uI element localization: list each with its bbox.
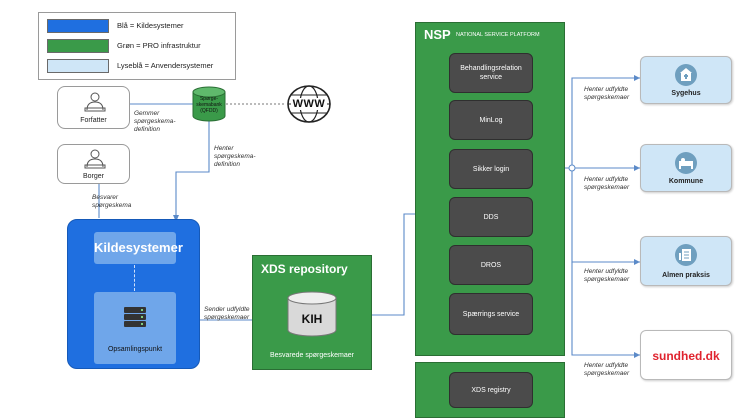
legend-label-lightblue: Lyseblå = Anvendersystemer — [117, 61, 214, 70]
send-answered-label: Sender udfyldte spørgeskemaer — [204, 306, 250, 321]
legend: Blå = Kildesystemer Grøn = PRO infrastru… — [38, 12, 236, 80]
fetch-filled-label-almen: Henter udfyldte spørgeskemaer — [584, 268, 630, 283]
www-label: WWW — [292, 98, 326, 110]
globe-icon — [287, 85, 331, 123]
author-card: Forfatter — [57, 86, 130, 129]
arrowhead — [634, 259, 640, 265]
consumer-almen-praksis: Almen praksis — [640, 236, 732, 286]
qfdd-label: Spørge-skemabank (QFDD) — [196, 96, 222, 114]
source-systems-block: Kildesystemer Opsamlingspunkt — [67, 219, 200, 369]
xds-subtitle: Besvarede spørgeskemaer — [269, 352, 355, 359]
arrowhead — [634, 352, 640, 358]
server-icon — [124, 307, 146, 327]
fetch-filled-label-sygehus: Henter udfyldte spørgeskemaer — [584, 86, 630, 101]
consumer-label: Sygehus — [671, 90, 701, 97]
service-minlog: MinLog — [449, 100, 533, 140]
service-label: Sikker login — [472, 165, 510, 173]
service-behandlingsrelation: Behandlingsrelation service — [449, 53, 533, 93]
xds-registry-block: XDS registry — [415, 362, 565, 418]
service-label: DDS — [483, 213, 499, 221]
consumer-sundhed-dk: sundhed.dk — [640, 330, 732, 380]
xds-title: XDS repository — [261, 262, 348, 276]
service-spaerrings: Spærrings service — [449, 293, 533, 335]
answer-label: Besvarer spørgeskema — [92, 194, 132, 209]
service-dds: DDS — [449, 197, 533, 237]
legend-label-blue: Blå = Kildesystemer — [117, 21, 184, 30]
kih-label: KIH — [301, 312, 323, 326]
sundhed-dk-logo: sundhed.dk — [652, 349, 720, 363]
service-label: MinLog — [479, 116, 503, 124]
hospital-icon — [675, 64, 697, 86]
fetch-definition-label: Henter spørgeskema-definition — [214, 145, 256, 168]
legend-swatch-lightblue — [47, 59, 109, 73]
arrowhead — [173, 215, 179, 222]
source-title-box: Kildesystemer — [94, 232, 183, 264]
legend-swatch-green — [47, 39, 109, 53]
consumer-sygehus: Sygehus — [640, 56, 732, 104]
arrowhead — [634, 75, 640, 81]
arrowhead — [634, 165, 640, 171]
medical-chart-icon — [675, 244, 697, 266]
citizen-card: Borger — [57, 144, 130, 184]
nsp-subtitle: NATIONAL SERVICE PLATFORM — [456, 32, 540, 38]
junction-to-sygehus-line — [571, 77, 640, 168]
service-label: Behandlingsrelation service — [460, 65, 522, 81]
person-at-desk-icon — [84, 92, 106, 112]
consumer-label: Almen praksis — [662, 272, 710, 279]
consumer-label: Kommune — [668, 178, 704, 185]
nsp-block: NSP NATIONAL SERVICE PLATFORM Behandling… — [415, 22, 565, 356]
qfdd-database-icon — [192, 86, 226, 122]
service-label: XDS registry — [471, 386, 511, 394]
service-dros: DROS — [449, 245, 533, 285]
service-xds-registry: XDS registry — [449, 372, 533, 408]
service-sikker-login: Sikker login — [449, 149, 533, 189]
source-connector — [134, 265, 135, 291]
service-label: Spærrings service — [462, 310, 520, 318]
junction-to-sundhed-line — [571, 262, 640, 356]
qfdd-to-source-line — [175, 120, 210, 218]
fetch-filled-label-kommune: Henter udfyldte spørgeskemaer — [584, 176, 630, 191]
consumer-kommune: Kommune — [640, 144, 732, 192]
source-title: Kildesystemer — [94, 240, 183, 255]
legend-label-green: Grøn = PRO infrastruktur — [117, 41, 201, 50]
xds-repository-block: XDS repository KIH Besvarede spørgeskema… — [252, 255, 372, 370]
legend-swatch-blue — [47, 19, 109, 33]
nsp-title: NSP — [424, 27, 451, 42]
kih-database-icon — [287, 291, 337, 337]
junction-dot — [568, 164, 576, 172]
service-label: DROS — [480, 261, 502, 269]
collection-point-box: Opsamlingspunkt — [94, 292, 176, 364]
person-at-desk-icon — [84, 149, 106, 169]
collection-point-label: Opsamlingspunkt — [107, 346, 163, 353]
citizen-label: Borger — [82, 173, 104, 180]
fetch-filled-label-sundhed: Henter udfyldte spørgeskemaer — [584, 362, 630, 377]
bed-icon — [675, 152, 697, 174]
save-definition-label: Gemmer spørgeskema-definition — [134, 110, 176, 133]
author-label: Forfatter — [80, 117, 107, 124]
